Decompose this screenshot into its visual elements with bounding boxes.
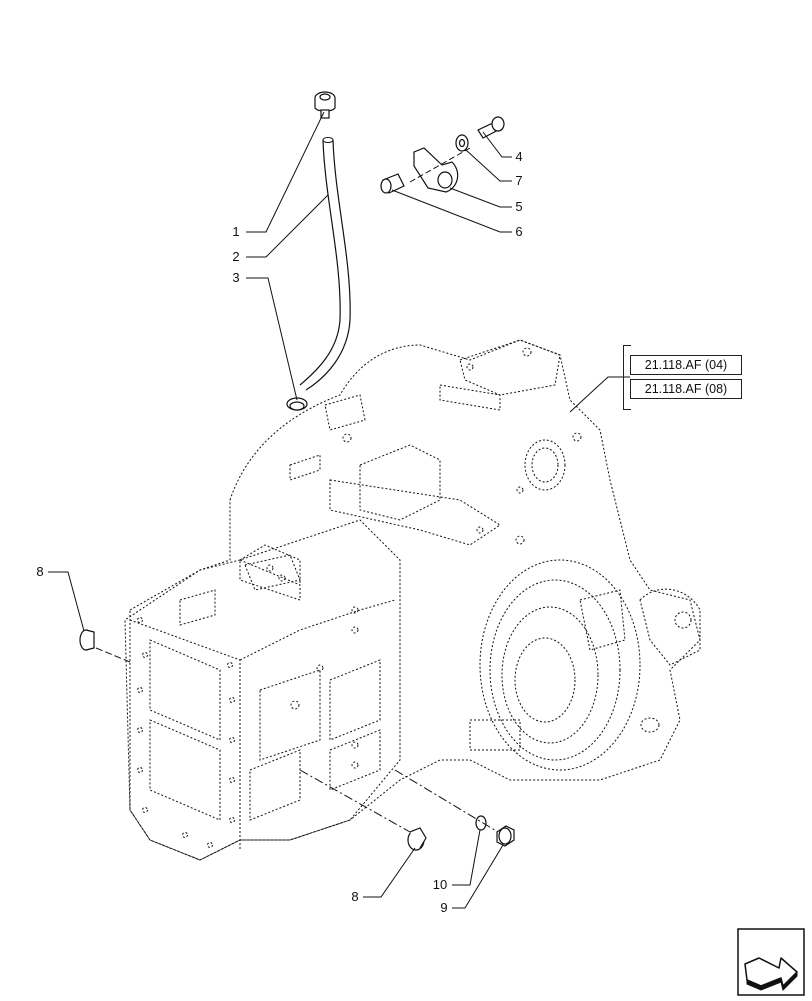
plug-part-lower bbox=[407, 827, 427, 851]
drain-plug-part bbox=[496, 825, 515, 847]
transmission-housing bbox=[124, 339, 701, 861]
reference-link-04[interactable]: 21.118.AF (04) bbox=[630, 355, 742, 375]
washer-part bbox=[455, 134, 469, 152]
callout-1: 1 bbox=[232, 224, 239, 239]
callout-2: 2 bbox=[232, 249, 239, 264]
breather-cap bbox=[314, 91, 336, 119]
leader-lines bbox=[48, 111, 630, 909]
callout-8-upper: 8 bbox=[36, 564, 43, 579]
plug-part-upper bbox=[79, 629, 95, 651]
callout-7: 7 bbox=[515, 173, 522, 188]
callout-3: 3 bbox=[232, 270, 239, 285]
callout-8-lower: 8 bbox=[351, 889, 358, 904]
next-page-arrow-icon[interactable] bbox=[737, 928, 805, 996]
callout-6: 6 bbox=[515, 224, 522, 239]
callout-5: 5 bbox=[515, 199, 522, 214]
callout-10: 10 bbox=[433, 877, 447, 892]
callout-9: 9 bbox=[440, 900, 447, 915]
callout-4: 4 bbox=[515, 149, 522, 164]
bolt-part bbox=[477, 116, 505, 139]
clip-part bbox=[413, 147, 459, 193]
hose-clamp bbox=[286, 397, 308, 411]
reference-bracket bbox=[623, 345, 631, 410]
spacer-part bbox=[380, 173, 405, 194]
breather-hose bbox=[299, 137, 351, 391]
seal-ring-part bbox=[475, 815, 487, 831]
reference-link-08[interactable]: 21.118.AF (08) bbox=[630, 379, 742, 399]
